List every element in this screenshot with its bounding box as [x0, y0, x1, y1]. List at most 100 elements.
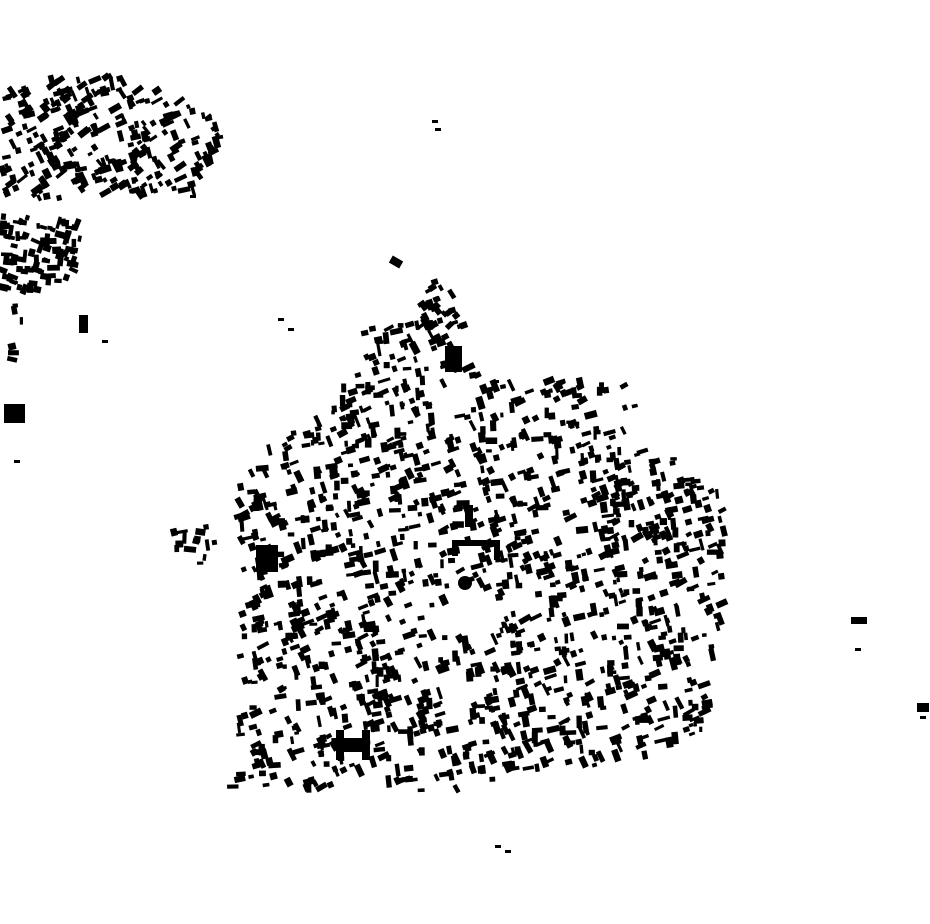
building: [506, 571, 513, 580]
building: [658, 635, 666, 641]
building: [336, 427, 349, 439]
building: [315, 516, 321, 522]
building: [387, 693, 394, 700]
building: [477, 704, 486, 709]
round-building: [458, 576, 472, 590]
building: [284, 579, 292, 591]
building: [328, 650, 335, 658]
building: [313, 414, 323, 429]
building: [498, 443, 506, 451]
building: [416, 322, 425, 331]
building: [46, 154, 60, 167]
building: [7, 342, 17, 351]
building: [59, 91, 73, 101]
building: [397, 441, 404, 448]
building: [319, 734, 328, 743]
building: [77, 173, 88, 186]
building: [599, 501, 608, 514]
building: [334, 480, 340, 491]
building: [247, 468, 256, 478]
building: [610, 498, 616, 507]
building: [512, 689, 520, 698]
building: [592, 521, 599, 533]
building: [70, 90, 78, 102]
building: [594, 454, 602, 462]
building: [360, 569, 372, 576]
building: [562, 647, 570, 654]
building: [507, 696, 517, 708]
building: [57, 257, 64, 267]
building: [290, 580, 300, 590]
building: [511, 513, 518, 525]
building: [365, 385, 375, 391]
building: [415, 709, 427, 722]
building: [350, 470, 359, 478]
building: [681, 627, 686, 634]
building: [77, 235, 82, 242]
building: [102, 177, 108, 183]
building: [452, 521, 464, 528]
building: [403, 601, 413, 609]
building: [358, 558, 368, 569]
building: [599, 382, 605, 394]
building: [248, 723, 258, 731]
building: [694, 499, 703, 509]
building: [444, 308, 453, 317]
building: [612, 579, 617, 585]
building: [92, 112, 99, 120]
building: [613, 479, 623, 493]
building: [93, 175, 103, 184]
building: [613, 495, 621, 501]
building: [454, 468, 462, 478]
building: [581, 720, 590, 734]
building: [240, 711, 249, 720]
building: [16, 173, 29, 184]
building: [430, 499, 439, 509]
building: [479, 717, 486, 724]
building: [313, 466, 322, 480]
building: [438, 527, 449, 536]
building: [447, 557, 456, 564]
building: [240, 535, 254, 542]
building: [358, 455, 371, 464]
building: [6, 355, 18, 363]
building: [485, 495, 492, 504]
building: [268, 707, 277, 715]
building: [563, 675, 568, 684]
building: [690, 478, 701, 484]
building: [304, 654, 312, 665]
building: [659, 471, 667, 482]
building: [309, 486, 316, 495]
building: [920, 716, 926, 719]
building: [620, 703, 629, 715]
building: [648, 522, 661, 532]
building: [524, 534, 534, 545]
building: [239, 623, 248, 632]
building: [475, 576, 486, 589]
building: [501, 579, 510, 590]
building: [102, 340, 108, 343]
building: [521, 713, 530, 728]
building: [19, 317, 23, 325]
building: [7, 119, 16, 128]
building: [415, 387, 421, 401]
building: [257, 668, 269, 682]
building: [359, 655, 372, 664]
building: [683, 488, 690, 495]
building: [627, 480, 635, 488]
building: [126, 94, 135, 103]
building: [634, 716, 640, 725]
building: [578, 585, 586, 593]
building: [635, 641, 641, 651]
building: [510, 395, 523, 404]
building: [65, 161, 77, 170]
building: [300, 515, 305, 524]
building: [371, 627, 379, 637]
building: [377, 387, 390, 397]
building: [507, 472, 517, 482]
building: [394, 580, 406, 594]
building: [439, 378, 448, 389]
building: [329, 672, 339, 685]
building: [264, 620, 269, 628]
building: [340, 477, 349, 485]
